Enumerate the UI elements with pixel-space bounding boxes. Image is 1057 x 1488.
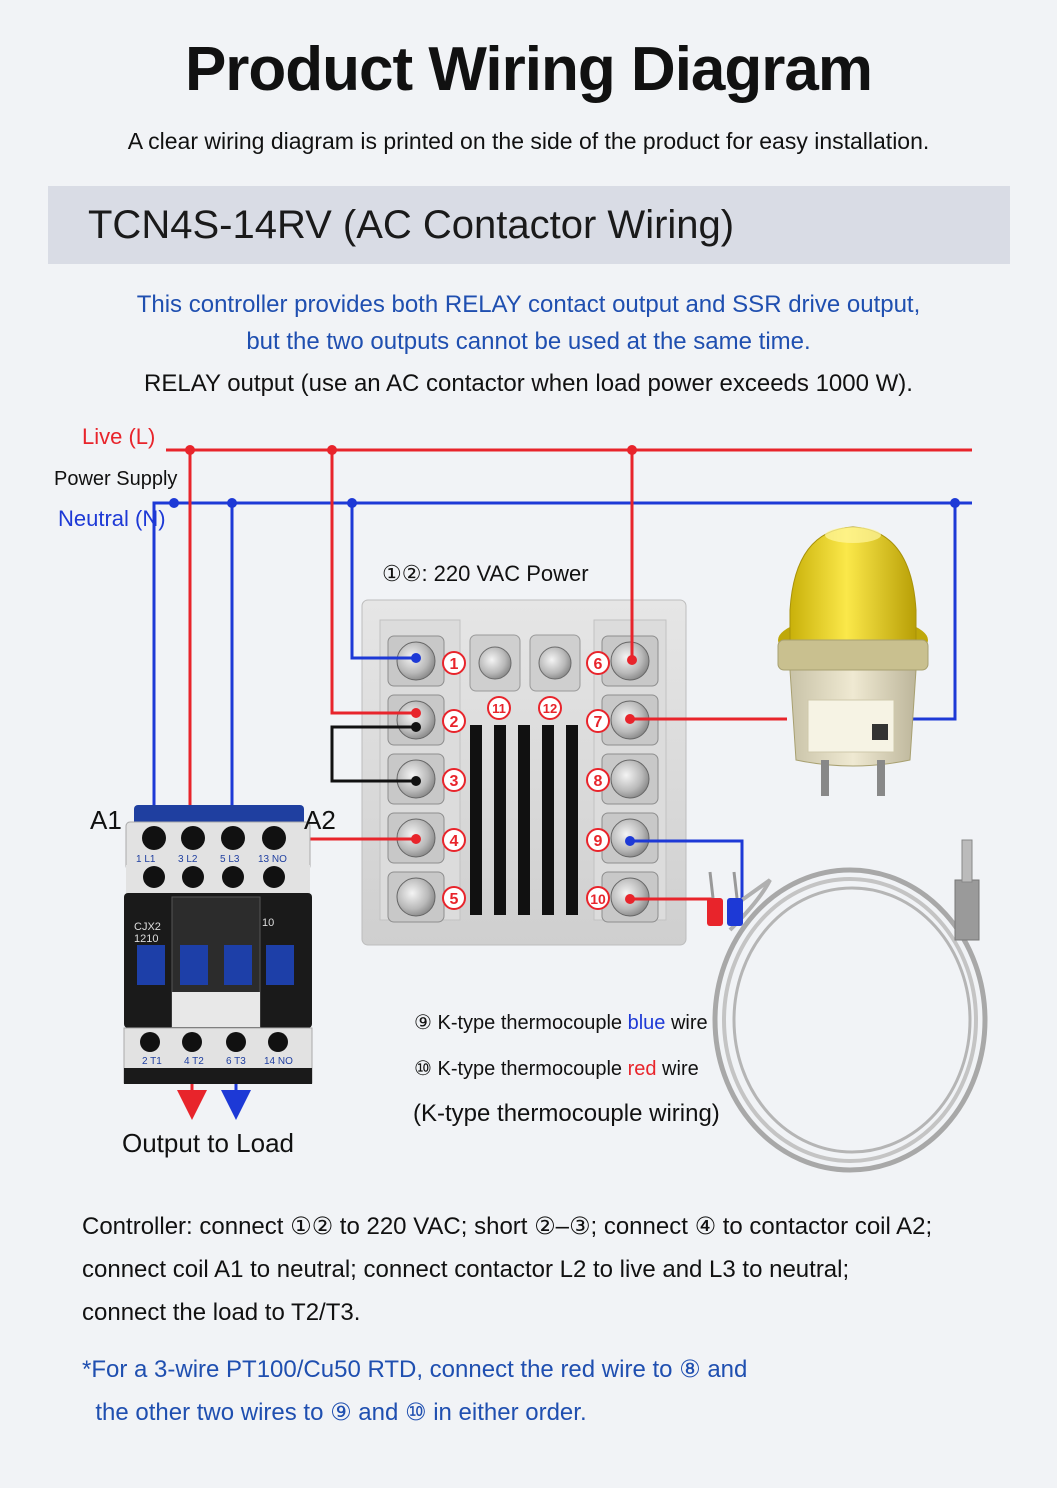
terminal-6-label: 6	[594, 656, 603, 673]
contactor-model-line2: 1210	[134, 933, 158, 945]
contactor-a2-label: A2	[304, 805, 336, 835]
rtd-note-line1: *For a 3-wire PT100/Cu50 RTD, connect th…	[82, 1356, 748, 1383]
terminal-9-label: 9	[594, 833, 603, 850]
terminal-4-label: 4	[450, 833, 459, 850]
relay-note: RELAY output (use an AC contactor when l…	[144, 370, 913, 397]
page-title: Product Wiring Diagram	[184, 35, 873, 104]
terminal-12-label: 12	[543, 701, 557, 716]
tc-blue-wire-label: ⑨ K-type thermocouple blue wire	[414, 1012, 708, 1034]
output-note-line1: This controller provides both RELAY cont…	[136, 291, 921, 318]
power-caption: ①②: 220 VAC Power	[382, 561, 589, 586]
contactor-side-label: 10	[262, 917, 274, 929]
power-supply-label: Power Supply	[54, 468, 177, 490]
rtd-note: *For a 3-wire PT100/Cu50 RTD, connect th…	[82, 1348, 1002, 1434]
terminal-1-label: 1	[450, 656, 459, 673]
neutral-label: Neutral (N)	[58, 506, 166, 531]
instruction-line3: connect the load to T2/T3.	[82, 1299, 361, 1326]
contactor-term-13: 13 NO	[258, 854, 287, 865]
terminal-11-label: 11	[492, 701, 506, 716]
wiring-instructions: Controller: connect ①② to 220 VAC; short…	[82, 1205, 1002, 1334]
section-banner	[48, 186, 1010, 264]
output-note-line2: but the two outputs cannot be used at th…	[246, 328, 811, 355]
thermocouple-probe	[707, 839, 988, 1173]
warning-lamp	[777, 526, 929, 796]
contactor-term-6: 6 T3	[226, 1056, 246, 1067]
tc-red-wire-label: ⑩ K-type thermocouple red wire	[414, 1058, 699, 1080]
contactor-term-14: 14 NO	[264, 1056, 293, 1067]
instruction-line2: connect coil A1 to neutral; connect cont…	[82, 1256, 850, 1283]
right-terminals	[601, 635, 659, 923]
contactor-term-2: 2 T1	[142, 1056, 162, 1067]
contactor-term-1: 1 L1	[136, 854, 156, 865]
terminal-2-label: 2	[450, 714, 459, 731]
terminal-10-label: 10	[590, 891, 606, 907]
terminal-5-label: 5	[450, 891, 459, 908]
contactor-term-4: 4 T2	[184, 1056, 204, 1067]
wiring-diagram: Live (L) Power Supply Neutral (N)	[54, 424, 988, 1173]
live-label: Live (L)	[82, 424, 155, 449]
tc-caption: (K-type thermocouple wiring)	[413, 1100, 720, 1127]
section-title: TCN4S-14RV (AC Contactor Wiring)	[88, 203, 735, 247]
instruction-line1: Controller: connect ①② to 220 VAC; short…	[82, 1213, 933, 1240]
contactor-term-5: 5 L3	[220, 854, 240, 865]
contactor-term-3: 3 L2	[178, 854, 198, 865]
contactor-model-line1: CJX2	[134, 921, 161, 933]
page-subtitle: A clear wiring diagram is printed on the…	[127, 128, 930, 154]
rtd-note-line2: the other two wires to ⑨ and ⑩ in either…	[82, 1399, 587, 1426]
terminal-8-label: 8	[594, 773, 603, 790]
ac-contactor: CJX2 1210 10	[123, 805, 313, 1084]
contactor-a1-label: A1	[90, 805, 122, 835]
terminal-7-label: 7	[594, 714, 603, 731]
controller-wiring	[280, 445, 960, 904]
terminal-3-label: 3	[450, 773, 459, 790]
output-to-load-label: Output to Load	[122, 1128, 294, 1158]
